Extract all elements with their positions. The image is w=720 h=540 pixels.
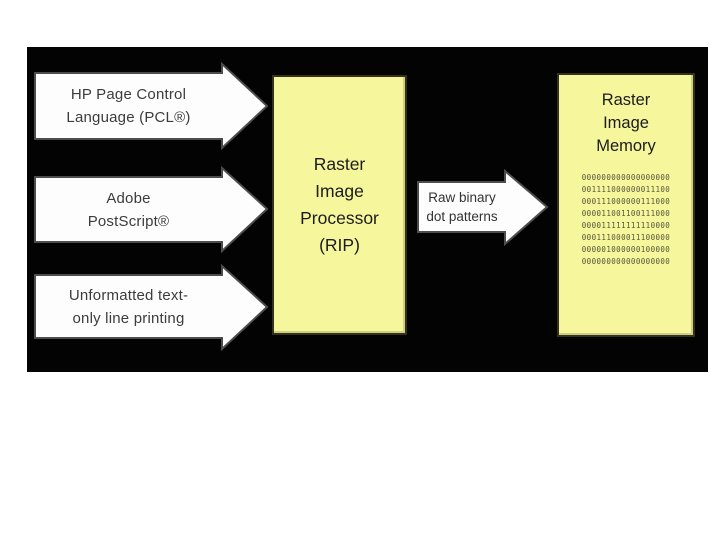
input-label-pcl-line2: Language (PCL®) (66, 109, 191, 126)
memory-title-line: Memory (596, 137, 656, 155)
input-label-unformatted-text: Unformatted text- only line printing (35, 275, 222, 338)
flow-label-line2: dot patterns (426, 209, 498, 224)
rip-label-line: Image (315, 181, 364, 201)
input-label-pcl: HP Page Control Language (PCL®) (35, 73, 222, 139)
flow-arrow-label: Raw binary dot patterns (418, 182, 506, 232)
input-arrow-pcl (34, 61, 269, 151)
input-label-pcl-line1: HP Page Control (70, 86, 187, 103)
binary-row: 000000000000000000 (581, 173, 671, 182)
flow-label-line1: Raw binary (428, 190, 496, 205)
memory-title: Raster Image Memory (596, 89, 656, 158)
input-label-postscript: Adobe PostScript® (35, 177, 222, 242)
input-arrow-unformatted-text (34, 263, 269, 352)
binary-row: 000011111111110000 (581, 221, 671, 230)
input-label-unformatted-line1: Unformatted text- (68, 286, 189, 304)
input-label-postscript-line1: Adobe (106, 189, 151, 207)
input-label-postscript-line2: PostScript® (87, 212, 170, 230)
input-label-unformatted-line2: only line printing (72, 309, 185, 327)
binary-row: 001111000000011100 (581, 185, 671, 194)
memory-title-line: Raster (601, 91, 651, 109)
input-arrow-postscript (34, 165, 269, 254)
memory-title-line: Image (603, 114, 649, 132)
binary-row: 000111000000111000 (581, 197, 671, 206)
raster-memory-box: Raster Image Memory 000000000000000000 0… (557, 73, 695, 337)
binary-row: 000011001100111000 (581, 209, 671, 218)
binary-row: 000001000000100000 (581, 245, 671, 254)
rip-label-line: Processor (300, 208, 379, 228)
rip-processor-box: Raster Image Processor (RIP) (272, 75, 407, 335)
rip-label-line: (RIP) (319, 235, 360, 255)
binary-row: 000000000000000000 (581, 257, 671, 266)
flow-arrow-raw-binary (417, 168, 549, 247)
rip-label-line: Raster (313, 154, 366, 174)
binary-row: 000111000011100000 (581, 233, 671, 242)
binary-dot-patterns: 000000000000000000 001111000000011100 00… (582, 172, 670, 268)
